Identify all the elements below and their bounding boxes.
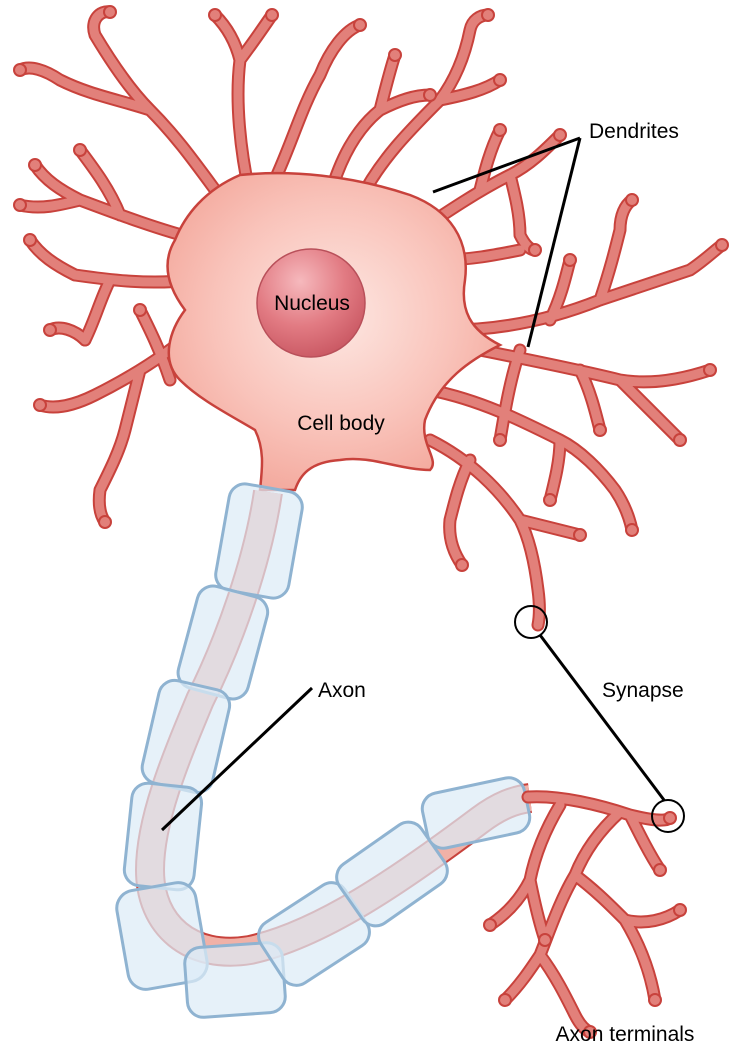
label-synapse: Synapse: [602, 679, 684, 702]
myelin-sheaths: [114, 481, 533, 1018]
label-axon-terminals: Axon terminals: [556, 1023, 695, 1046]
myelin-segment: [419, 775, 532, 851]
label-dendrites: Dendrites: [589, 120, 679, 143]
label-nucleus: Nucleus: [274, 292, 350, 315]
label-axon: Axon: [318, 679, 366, 702]
label-cell-body: Cell body: [297, 412, 385, 435]
synapse-leader: [540, 635, 664, 800]
myelin-segment: [213, 481, 305, 600]
myelin-segment: [123, 782, 203, 892]
